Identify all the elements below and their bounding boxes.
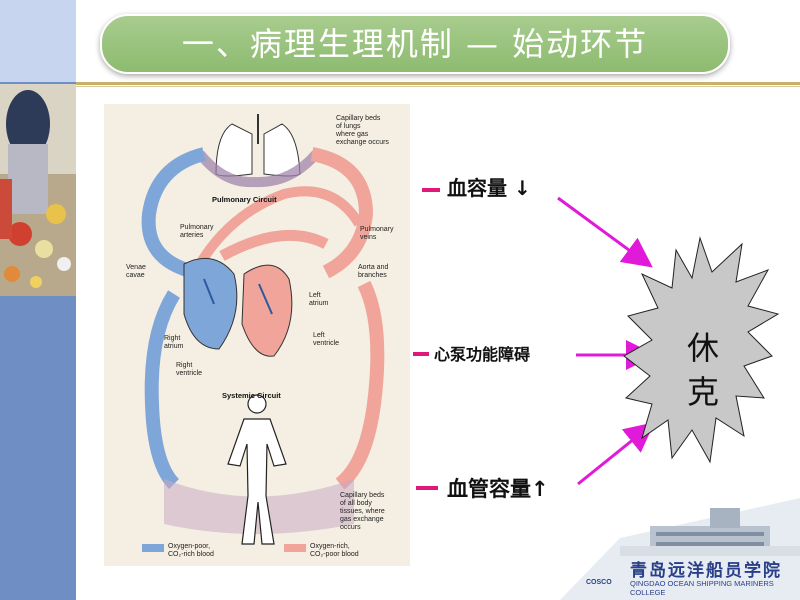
arrow-vessel-capacity xyxy=(577,422,655,486)
vessel-capacity-label: 血管容量↑ xyxy=(447,477,549,501)
shock-burst xyxy=(623,236,780,464)
left-strip-header xyxy=(0,0,76,82)
college-building-photo xyxy=(560,498,800,600)
title-bar: 一、病理生理机制 — 始动环节 xyxy=(100,14,730,74)
legend-oxygen-poor-1: Oxygen-poor, xyxy=(168,543,210,550)
right-ventricle-label-1: Right xyxy=(176,362,192,369)
capillary-body-label-3: tissues, where xyxy=(340,508,385,515)
body-capillaries xyxy=(164,394,354,545)
lungs-illustration xyxy=(196,114,320,188)
legend-oxygen-rich-2: CO₂-poor blood xyxy=(310,551,359,558)
legend-oxygen-poor-2: CO₂-rich blood xyxy=(168,551,214,558)
capillary-body-label-1: Capillary beds xyxy=(340,492,385,499)
aorta-label-2: branches xyxy=(358,272,387,279)
left-atrium-label-2: atrium xyxy=(309,300,329,307)
heart-illustration xyxy=(183,257,293,357)
blood-volume-tick xyxy=(422,188,440,192)
right-atrium-label-2: atrium xyxy=(164,343,184,350)
capillary-lungs-label-2: of lungs xyxy=(336,123,361,130)
left-atrium-label-1: Left xyxy=(309,292,321,299)
pump-failure-tick xyxy=(413,352,429,356)
blood-volume-label: 血容量 ↓ xyxy=(447,176,531,200)
slide-title: 一、病理生理机制 — 始动环节 xyxy=(181,25,649,63)
capillary-lungs-label-1: Capillary beds xyxy=(336,115,381,122)
pump-failure-label: 心泵功能障碍 xyxy=(434,345,531,364)
college-name-en: QINGDAO OCEAN SHIPPING MARINERS COLLEGE xyxy=(630,579,774,597)
pulmonary-veins-label-1: Pulmonary xyxy=(360,226,394,233)
title-divider-thin xyxy=(76,86,800,87)
cosco-logo-text: COSCO xyxy=(586,579,612,586)
pulmonary-loop xyxy=(141,147,374,281)
left-ventricle-label-1: Left xyxy=(313,332,325,339)
title-divider xyxy=(76,82,800,85)
pulmonary-circuit-label: Pulmonary Circuit xyxy=(212,195,277,204)
college-name-cn: 青岛远洋船员学院 xyxy=(630,561,782,581)
right-ventricle-label-2: ventricle xyxy=(176,370,202,377)
venae-cavae-label-1: Venae xyxy=(126,264,146,271)
systemic-loop xyxy=(144,186,385,490)
legend-oxygen-rich-1: Oxygen-rich, xyxy=(310,543,350,550)
capillary-body-label-5: occurs xyxy=(340,524,361,531)
capillary-lungs-label-4: exchange occurs xyxy=(336,139,389,146)
arrow-blood-volume xyxy=(557,196,653,268)
venae-cavae-label-2: cavae xyxy=(126,272,145,279)
right-atrium-label-1: Right xyxy=(164,335,180,342)
pills-photo xyxy=(0,84,76,296)
shock-label: 休 克 xyxy=(672,326,734,414)
legend-swatch-oxygen-poor xyxy=(142,544,164,552)
systemic-circuit-label: Systemic Circuit xyxy=(222,391,281,400)
aorta-label-1: Aorta and xyxy=(358,264,388,271)
vessel-capacity-tick xyxy=(416,486,438,490)
shock-char-2: 克 xyxy=(686,373,719,411)
pulmonary-arteries-label-2: arteries xyxy=(180,232,204,239)
shock-char-1: 休 xyxy=(686,329,719,367)
pulmonary-arteries-label-1: Pulmonary xyxy=(180,224,214,231)
capillary-lungs-label-3: where gas xyxy=(335,131,369,138)
circulation-diagram: Pulmonary Circuit Systemic Circuit Capil… xyxy=(104,104,410,566)
legend-swatch-oxygen-rich xyxy=(284,544,306,552)
capillary-body-label-4: gas exchange xyxy=(340,516,384,523)
left-ventricle-label-2: ventricle xyxy=(313,340,339,347)
pulmonary-veins-label-2: veins xyxy=(360,234,377,241)
capillary-body-label-2: of all body xyxy=(340,500,372,507)
